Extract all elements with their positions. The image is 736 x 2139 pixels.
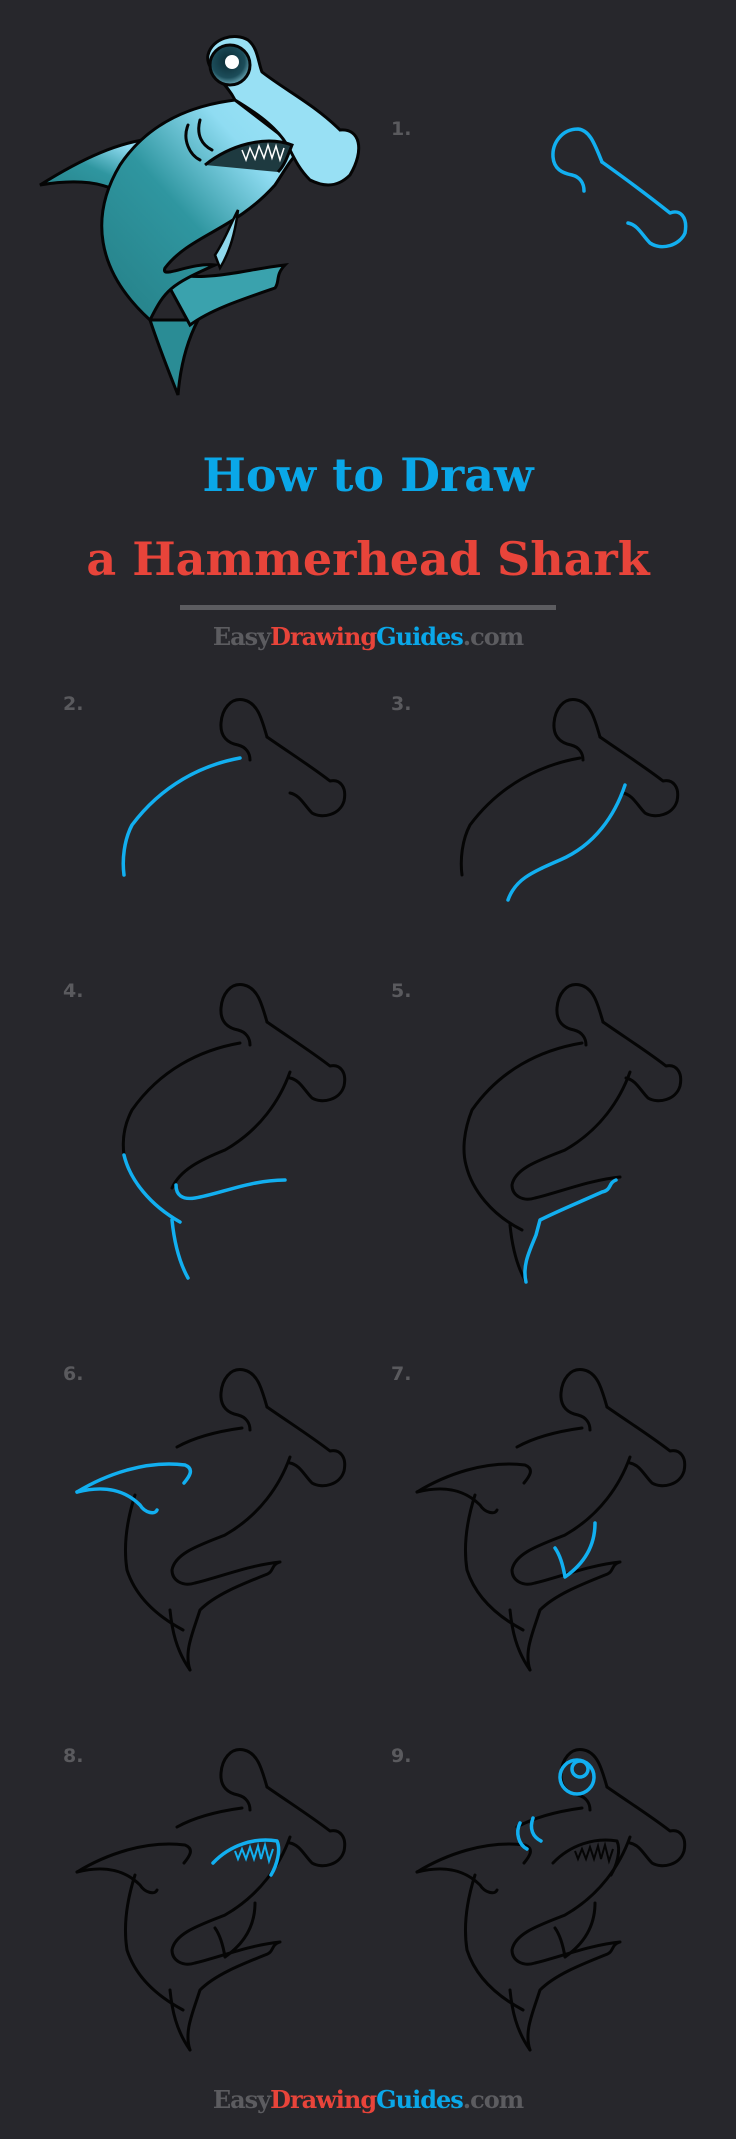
brand-easy: Easy — [212, 622, 271, 651]
step-number-1: 1. — [391, 118, 412, 140]
brand-guides: Guides — [376, 622, 464, 651]
hero-shark-illustration — [39, 35, 361, 396]
brand-dotcom: .com — [462, 2085, 524, 2114]
brand-logo-bottom[interactable]: EasyDrawingGuides.com — [0, 2085, 736, 2114]
brand-easy: Easy — [212, 2085, 271, 2114]
step-number-3: 3. — [391, 693, 412, 715]
title-line-1: How to Draw — [202, 448, 534, 502]
title-divider — [180, 605, 556, 610]
step-number-7: 7. — [391, 1363, 412, 1385]
step-3-drawing — [459, 698, 680, 902]
step-2-drawing — [121, 698, 347, 877]
step-8-drawing — [75, 1748, 347, 2052]
step-number-4: 4. — [63, 980, 84, 1002]
brand-dotcom: .com — [462, 622, 524, 651]
step-number-5: 5. — [391, 980, 412, 1002]
step-6-drawing — [75, 1368, 347, 1672]
step-number-9: 9. — [391, 1745, 412, 1767]
step-7-drawing — [415, 1368, 687, 1672]
step-4-drawing — [121, 983, 347, 1280]
brand-logo-top[interactable]: EasyDrawingGuides.com — [0, 622, 736, 651]
step-number-2: 2. — [63, 693, 84, 715]
step-1-drawing — [551, 127, 688, 249]
step-number-8: 8. — [63, 1745, 84, 1767]
step-number-6: 6. — [63, 1363, 84, 1385]
title-line-2: a Hammerhead Shark — [86, 532, 650, 586]
brand-drawing: Drawing — [270, 622, 377, 651]
brand-drawing: Drawing — [270, 2085, 377, 2114]
step-9-drawing — [415, 1748, 687, 2052]
step-5-drawing — [462, 983, 683, 1284]
brand-guides: Guides — [376, 2085, 464, 2114]
